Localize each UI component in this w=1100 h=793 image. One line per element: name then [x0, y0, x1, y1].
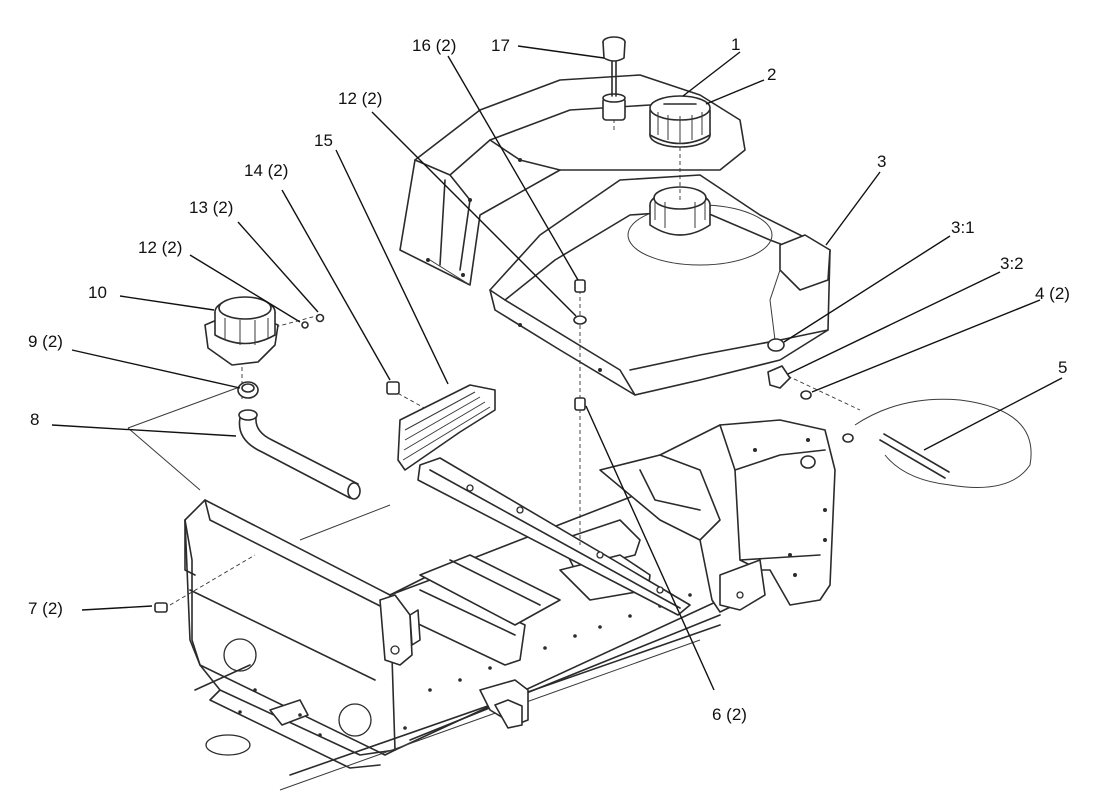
fuel-hose — [238, 409, 361, 500]
heat-shield — [397, 384, 496, 471]
callout-17: 17 — [491, 36, 510, 55]
hardware — [154, 279, 854, 613]
callout-9: 9 (2) — [28, 332, 63, 351]
leader-lines — [51, 45, 1063, 691]
callout-12-lower: 12 (2) — [138, 238, 182, 257]
callout-4: 4 (2) — [1035, 284, 1070, 303]
callout-3-2: 3:2 — [1000, 254, 1024, 273]
callout-12-upper: 12 (2) — [338, 89, 382, 108]
callout-3: 3 — [877, 152, 886, 171]
callout-5: 5 — [1058, 358, 1067, 377]
fuel-tank — [489, 174, 831, 396]
vent-line — [854, 398, 1032, 488]
callout-1: 1 — [731, 35, 740, 54]
callout-7: 7 (2) — [28, 599, 63, 618]
chassis-frame — [184, 419, 836, 791]
callout-16: 16 (2) — [412, 36, 456, 55]
callout-8: 8 — [30, 410, 39, 429]
callout-10: 10 — [88, 283, 107, 302]
callout-3-1: 3:1 — [951, 218, 975, 237]
fuel-gauge — [602, 36, 626, 121]
callout-6: 6 (2) — [712, 705, 747, 724]
callout-labels: 1 2 3 3:1 3:2 4 (2) 5 6 (2) 7 (2) 8 9 (2… — [28, 35, 1070, 724]
callout-15: 15 — [314, 131, 333, 150]
callout-2: 2 — [767, 65, 776, 84]
cross-member — [417, 457, 691, 616]
hose-clamp — [237, 381, 259, 399]
callout-14: 14 (2) — [244, 161, 288, 180]
callout-13: 13 (2) — [189, 198, 233, 217]
fuel-cap — [649, 95, 711, 148]
fuel-filter — [204, 296, 279, 366]
